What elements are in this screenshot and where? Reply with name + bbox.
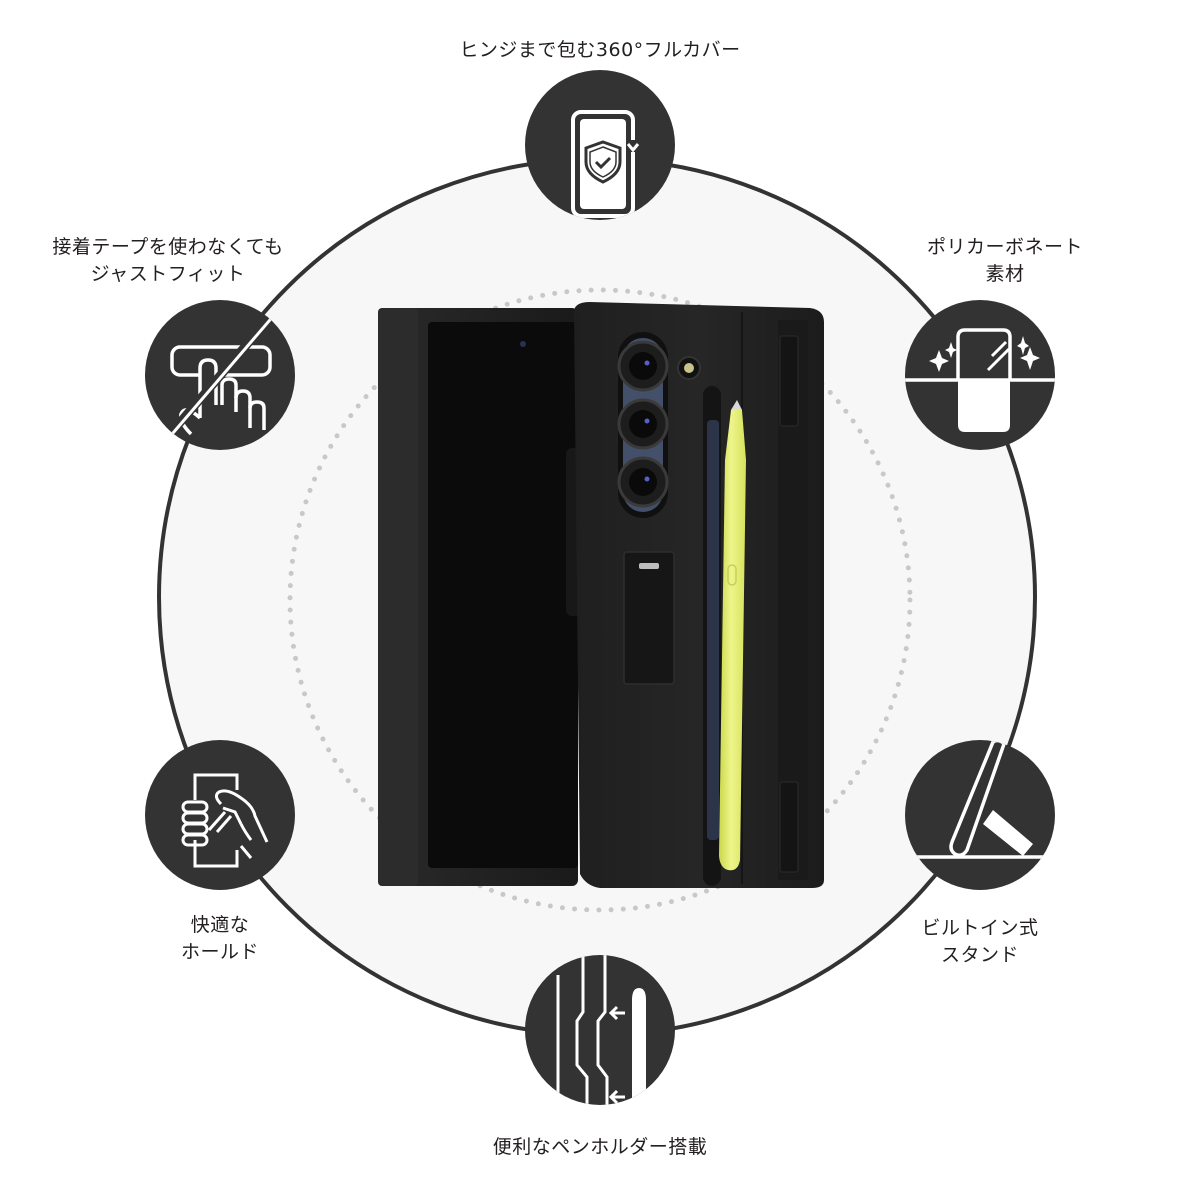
label-line: ホールド [180, 941, 259, 963]
feature-label-built-in-stand: ビルトイン式 スタンド [895, 915, 1065, 969]
hand-holding-phone-icon [145, 740, 295, 890]
feature-label-hinge-360: ヒンジまで包む360°フルカバー [400, 37, 800, 64]
label-line: スタンド [940, 944, 1019, 966]
pen-holder-icon [525, 955, 675, 1105]
label-line: 素材 [985, 263, 1025, 285]
label-line: ビルトイン式 [921, 917, 1039, 939]
kickstand-icon [905, 740, 1055, 890]
phone-shield-rotate-icon [525, 70, 675, 220]
feature-label-no-adhesive: 接着テープを使わなくても ジャストフィット [18, 234, 318, 288]
feature-label-comfortable-hold: 快適な ホールド [120, 912, 320, 966]
label-line: 快適な [190, 914, 250, 936]
label-line: ヒンジまで包む360°フルカバー [459, 39, 741, 61]
feature-label-pen-holder: 便利なペンホルダー搭載 [400, 1134, 800, 1161]
polycarbonate-sparkle-icon [905, 300, 1055, 450]
label-line: ジャストフィット [90, 263, 246, 285]
label-line: 便利なペンホルダー搭載 [492, 1136, 708, 1158]
label-line: 接着テープを使わなくても [52, 236, 284, 258]
no-tape-hand-icon [145, 300, 295, 450]
label-line: ポリカーボネート [926, 236, 1083, 258]
feature-label-polycarbonate: ポリカーボネート 素材 [900, 234, 1110, 288]
